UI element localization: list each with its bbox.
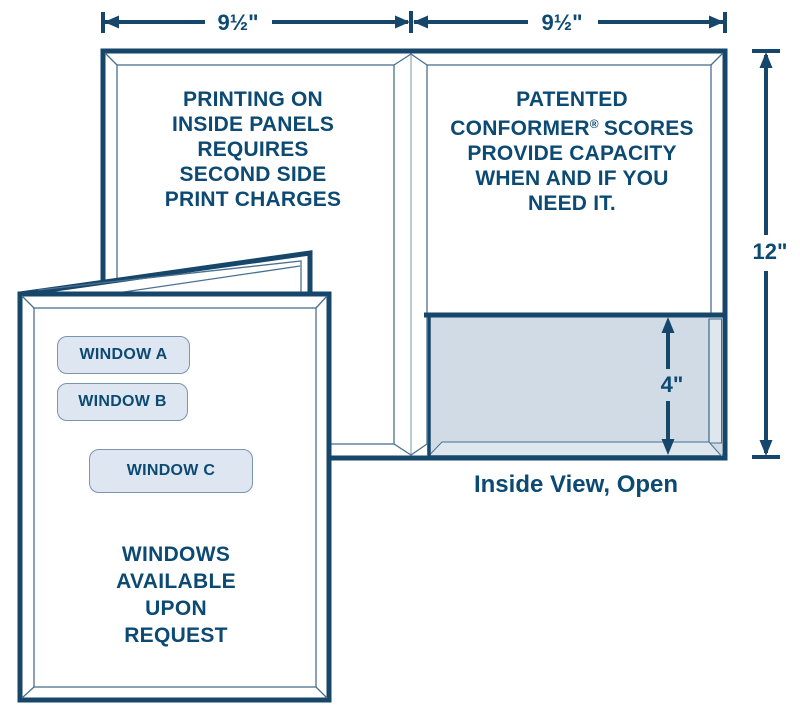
windows-note: WINDOWS AVAILABLE UPON REQUEST bbox=[116, 541, 236, 649]
window-b-label: WINDOW B bbox=[78, 393, 167, 410]
arrow-right-icon bbox=[395, 15, 410, 29]
right-panel-line: WHEN AND IF YOU bbox=[475, 167, 669, 190]
left-panel-line: PRINT CHARGES bbox=[164, 188, 342, 211]
right-panel-brand-line: CONFORMER® SCORES bbox=[450, 112, 693, 141]
right-panel-line: PROVIDE CAPACITY bbox=[467, 142, 677, 165]
window-c: WINDOW C bbox=[89, 449, 253, 493]
left-panel-line: PRINTING ON bbox=[183, 88, 323, 111]
pocket bbox=[103, 312, 725, 460]
left-panel-line: REQUIRES bbox=[197, 138, 309, 161]
dimension-label-right-panel-width: 9½" bbox=[541, 10, 583, 35]
dimension-label-left-panel-width: 9½" bbox=[217, 10, 259, 35]
window-a-label: WINDOW A bbox=[79, 346, 168, 363]
windows-note-line: UPON bbox=[145, 597, 207, 620]
view-caption: Inside View, Open bbox=[473, 471, 679, 498]
pocket-right-bevel bbox=[708, 318, 722, 444]
registered-trademark: ® bbox=[589, 117, 599, 131]
window-a: WINDOW A bbox=[57, 336, 190, 374]
pocket-depth-dimension bbox=[661, 317, 675, 455]
width-dimension-right bbox=[413, 12, 727, 33]
left-panel-line: SECOND SIDE bbox=[179, 163, 327, 186]
arrow-down-icon bbox=[759, 440, 773, 456]
pocket-bottom-bevel bbox=[427, 441, 723, 456]
window-c-label: WINDOW C bbox=[126, 462, 216, 479]
closed-folder-bevel bbox=[21, 295, 328, 699]
arrow-down-icon bbox=[661, 439, 675, 455]
height-dimension bbox=[752, 49, 780, 459]
arrow-left-icon bbox=[104, 15, 119, 29]
left-panel-message: PRINTING ON INSIDE PANELS REQUIRES SECON… bbox=[165, 87, 341, 212]
windows-note-line: AVAILABLE bbox=[116, 570, 236, 593]
conformer-spine-scores bbox=[393, 53, 428, 456]
left-panel-line: INSIDE PANELS bbox=[171, 113, 335, 136]
brand-suffix: SCORES bbox=[603, 117, 694, 140]
arrow-left-icon bbox=[413, 15, 428, 29]
window-b: WINDOW B bbox=[57, 383, 188, 421]
dimension-label-pocket-depth: 4" bbox=[660, 372, 684, 397]
windows-note-line: REQUEST bbox=[124, 624, 228, 647]
right-panel-message: PATENTED CONFORMER® SCORES PROVIDE CAPACI… bbox=[450, 87, 693, 216]
dimension-label-height: 12" bbox=[752, 239, 788, 264]
windows-note-line: WINDOWS bbox=[121, 543, 231, 566]
arrow-up-icon bbox=[661, 317, 675, 333]
pocket-face bbox=[427, 315, 722, 456]
brand-name: CONFORMER bbox=[450, 117, 590, 140]
width-dimension-left bbox=[101, 11, 413, 33]
right-panel-line: PATENTED bbox=[516, 88, 628, 111]
arrow-up-icon bbox=[759, 52, 773, 68]
arrow-right-icon bbox=[709, 15, 724, 29]
right-panel-line: NEED IT. bbox=[528, 192, 616, 215]
